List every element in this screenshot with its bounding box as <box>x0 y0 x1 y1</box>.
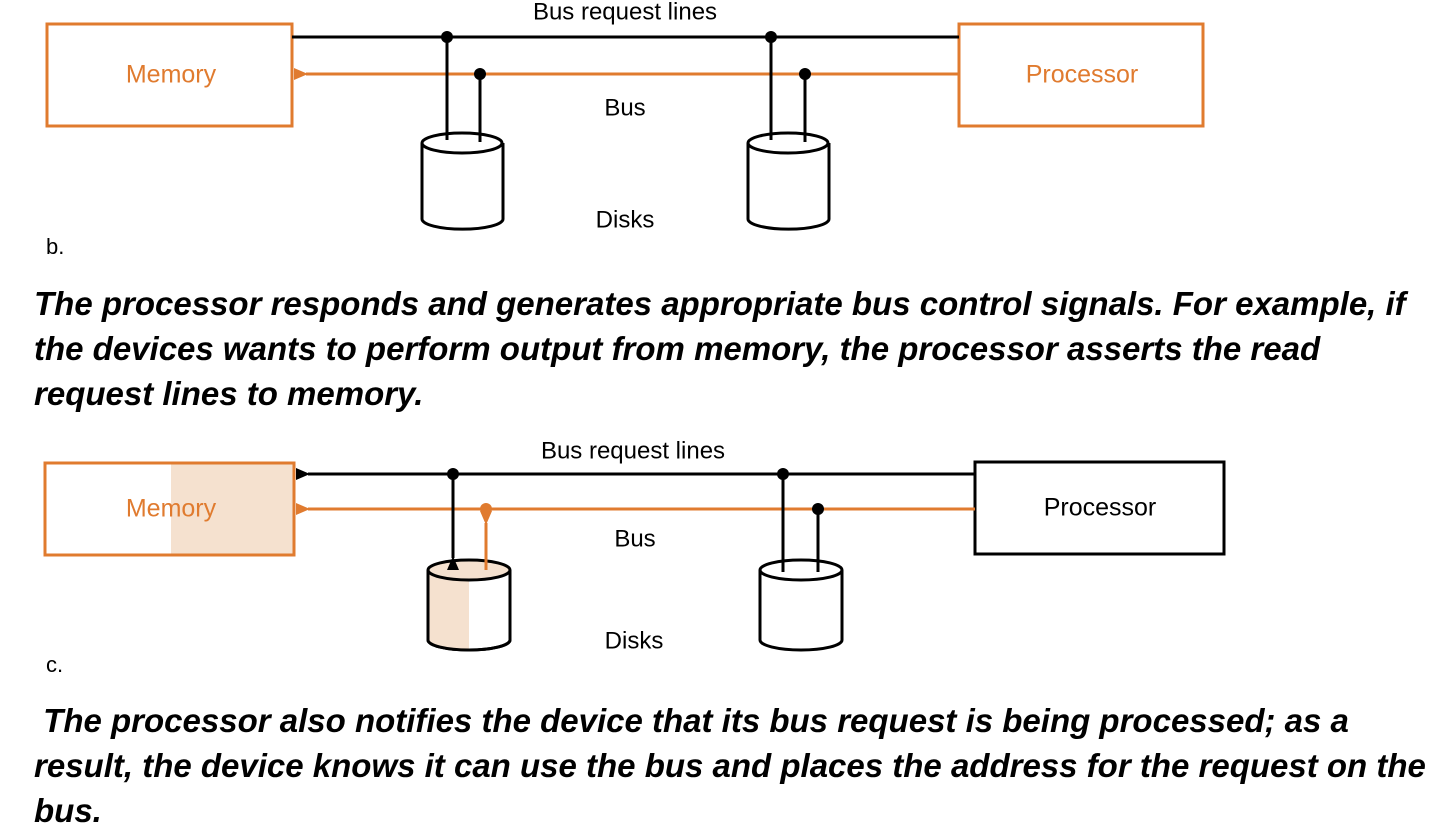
junction-dot <box>447 468 459 480</box>
disk-2 <box>746 131 831 231</box>
memory-box <box>43 461 296 557</box>
disk-2 <box>758 558 844 652</box>
processor-box <box>957 22 1205 128</box>
processor-label: Processor <box>1044 494 1157 522</box>
memory-label: Memory <box>126 495 217 523</box>
bus-request-label: Bus request lines <box>533 0 717 25</box>
processor-box <box>973 460 1226 556</box>
panel-c-diagram: Memory Processor Bus request lines Bus D… <box>43 437 1226 654</box>
junction-dot <box>777 468 789 480</box>
disk-1 <box>426 558 512 652</box>
processor-label: Processor <box>1026 61 1139 89</box>
caption-1: The processor responds and generates app… <box>34 285 1406 412</box>
junction-dot <box>480 503 492 515</box>
bus-request-label: Bus request lines <box>541 437 725 464</box>
bus-label: Bus <box>604 94 645 121</box>
junction-dot <box>812 503 824 515</box>
memory-label: Memory <box>126 61 217 89</box>
panel-b-tag: b. <box>46 234 65 259</box>
disks-label: Disks <box>596 206 655 233</box>
panel-c-tag: c. <box>46 652 64 677</box>
caption-2: The processor also notifies the device t… <box>34 702 1436 829</box>
bus-label: Bus <box>614 525 655 552</box>
disk-1 <box>420 131 505 231</box>
panel-b-diagram: Memory Processor Bus request lines Bus D… <box>45 0 1205 233</box>
disks-label: Disks <box>605 627 664 654</box>
memory-box <box>45 22 294 128</box>
